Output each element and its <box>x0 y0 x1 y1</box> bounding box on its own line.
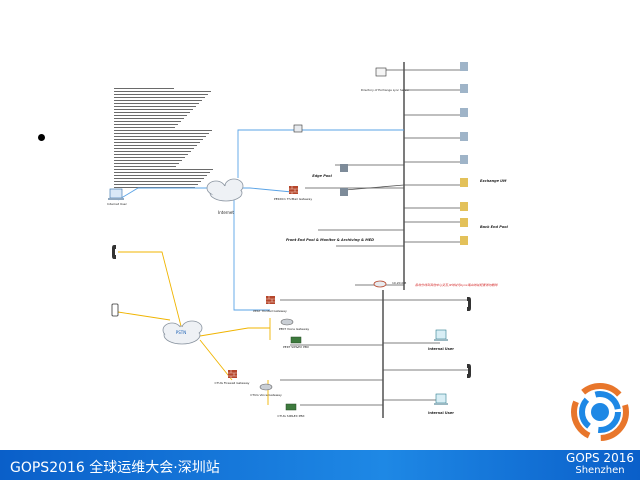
dns-record-line <box>114 154 188 155</box>
dns-record-line <box>114 181 201 182</box>
dns-record-line <box>114 124 178 125</box>
internet-cloud-icon <box>206 178 244 202</box>
backend-pool-label: Back End Pool <box>480 225 509 229</box>
dns-record-line <box>114 91 211 92</box>
dns-record-line <box>114 184 198 185</box>
voice-gateway-label-2: CTUG Voice Gateway <box>250 393 282 397</box>
internet-user-label: Internet User <box>107 202 127 206</box>
dns-record-line <box>114 151 191 152</box>
red-note: 各地分线到其他中心交互,IP地址与Lync路由地址配置请勿删除 <box>415 283 499 287</box>
phone-icon-right-1 <box>467 297 471 311</box>
internal-user-label-1: Internal User <box>428 347 454 351</box>
dns-record-line <box>114 175 207 176</box>
dns-record-line <box>114 109 193 110</box>
bullet-point <box>38 134 45 141</box>
dns-record-line <box>114 172 210 173</box>
exchange-um-label: Exchange UM <box>480 179 507 183</box>
brand-year: GOPS 2016 <box>566 451 634 465</box>
right-server-icons <box>460 62 468 245</box>
pstn-label: PSTN <box>176 330 186 335</box>
firewall-label-1: PEKDC1 ThrMail Gateway <box>274 197 312 201</box>
directory-icon <box>375 67 387 77</box>
firewall-icon-1 <box>289 186 298 194</box>
dns-record-line <box>114 130 212 131</box>
phone-icon <box>112 245 116 259</box>
network-topology-diagram: Internet PSTN Internet User <box>107 62 629 441</box>
dns-record-line <box>114 169 213 170</box>
dns-record-line <box>114 145 197 146</box>
dns-record-line <box>114 178 204 179</box>
firewall-label-2: PEKT ThrMail Gateway <box>253 309 287 313</box>
dns-record-line <box>114 136 206 137</box>
dns-record-line <box>114 115 187 116</box>
dns-record-line <box>114 94 208 95</box>
voice-gateway-icon-1 <box>280 318 294 326</box>
dns-record-line <box>114 88 174 89</box>
dns-record-line <box>114 127 175 128</box>
edge-pool-label: Edge Pool <box>312 174 332 178</box>
dns-record-line <box>114 106 196 107</box>
dns-record-line <box>114 118 184 119</box>
firewall-icon-3 <box>228 370 237 378</box>
core-router-icon <box>373 280 387 288</box>
brand-city: Shenzhen <box>575 465 625 476</box>
edge-server-icons <box>293 124 348 196</box>
dns-record-line <box>114 157 185 158</box>
directory-label: Directory of Exchange Lync Server <box>361 88 410 92</box>
dns-record-line <box>114 160 182 161</box>
phone-icon-right-2 <box>467 364 471 378</box>
firewall-icon-2 <box>266 296 275 304</box>
dns-record-line <box>114 103 199 104</box>
dns-record-line <box>114 163 179 164</box>
pstn-cloud-icon <box>162 320 203 345</box>
sip-label-2: CTUG SIP&EX PBX <box>277 414 304 418</box>
sip-label-1: PEKT SIP&EX PBX <box>283 345 309 349</box>
pstn-links <box>117 251 271 405</box>
dns-record-line <box>114 166 176 167</box>
sip-pbx-icon-1 <box>290 336 302 344</box>
dns-record-line <box>114 121 181 122</box>
internet-label: Internet <box>218 210 234 215</box>
gops-brand: GOPS 2016 Shenzhen <box>560 451 640 477</box>
dns-record-line <box>114 187 195 188</box>
dns-record-line <box>114 97 205 98</box>
core-ip-label: 10.20.0.8 <box>392 281 406 285</box>
dns-record-block <box>112 84 222 190</box>
internal-user-icon-2 <box>434 393 448 405</box>
voice-gateway-label-1: PEKT Voice Gateway <box>279 327 310 331</box>
dns-record-line <box>114 112 190 113</box>
internet-user-icon <box>108 188 124 200</box>
gops-logo-icon <box>571 383 629 441</box>
mobile-phone-icon <box>111 303 119 317</box>
sip-pbx-icon-2 <box>285 403 297 411</box>
frontend-pool-label: Front End Pool & Monitor & Archiving & M… <box>286 238 374 242</box>
footer-bar: GOPS2016 全球运维大会·深圳站 <box>0 450 640 480</box>
voice-gateway-icon-2 <box>259 383 273 391</box>
dns-record-line <box>114 142 200 143</box>
internal-user-icon-1 <box>434 329 448 341</box>
server-links <box>280 69 470 406</box>
dns-record-line <box>114 133 209 134</box>
firewall-label-3: CTUG Firewall Gateway <box>215 381 250 385</box>
footer-title: GOPS2016 全球运维大会·深圳站 <box>10 460 220 476</box>
dns-record-line <box>114 139 203 140</box>
dns-record-line <box>114 100 202 101</box>
dns-record-line <box>114 148 194 149</box>
internal-user-label-2: Internal User <box>428 411 454 415</box>
